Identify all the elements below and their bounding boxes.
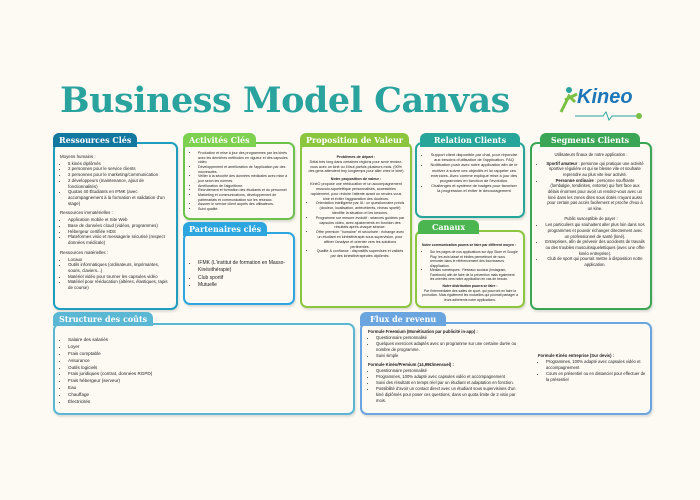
page-title: Business Model Canvas — [60, 80, 510, 121]
partenaires-cles-card: IFMK (L'institut de formation en Masso-K… — [183, 232, 295, 305]
activites-cles-card: Production et mise à jour des programmes… — [183, 142, 295, 220]
segments-clients-card: Utilisateurs finaux de notre application… — [530, 142, 652, 310]
activites-cles-title: Activités Clés — [183, 133, 256, 147]
runner-icon — [559, 87, 642, 122]
ressources-cles-card: Moyens humains : 5 kinés diplômés2 perso… — [53, 142, 178, 310]
segments-clients-title: Segments Clients — [540, 133, 640, 147]
relation-clients-title: Relation Clients — [420, 133, 520, 147]
canaux-title: Canaux — [418, 220, 480, 234]
structure-couts-title: Structure des coûts — [53, 312, 154, 326]
structure-couts-card: Salaire des salariésLoyerFrais comptable… — [53, 323, 355, 415]
canaux-card: Notre communication pourra se faire par … — [415, 230, 525, 308]
flux-revenu-title: Flux de revenu — [360, 312, 447, 326]
kineo-logo: Kineo — [555, 84, 645, 124]
ressources-cles-title: Ressources Clés — [53, 133, 138, 147]
flux-revenu-card: Formule Freemium (Monétisation par publi… — [360, 322, 652, 415]
partenaires-cles-title: Partenaires clés — [183, 222, 268, 236]
proposition-valeur-card: Problèmes de départ : Délai très long da… — [300, 142, 412, 308]
proposition-valeur-title: Proposition de Valeur — [300, 133, 409, 147]
relation-clients-card: Support client disponible par chat, pour… — [415, 142, 525, 218]
